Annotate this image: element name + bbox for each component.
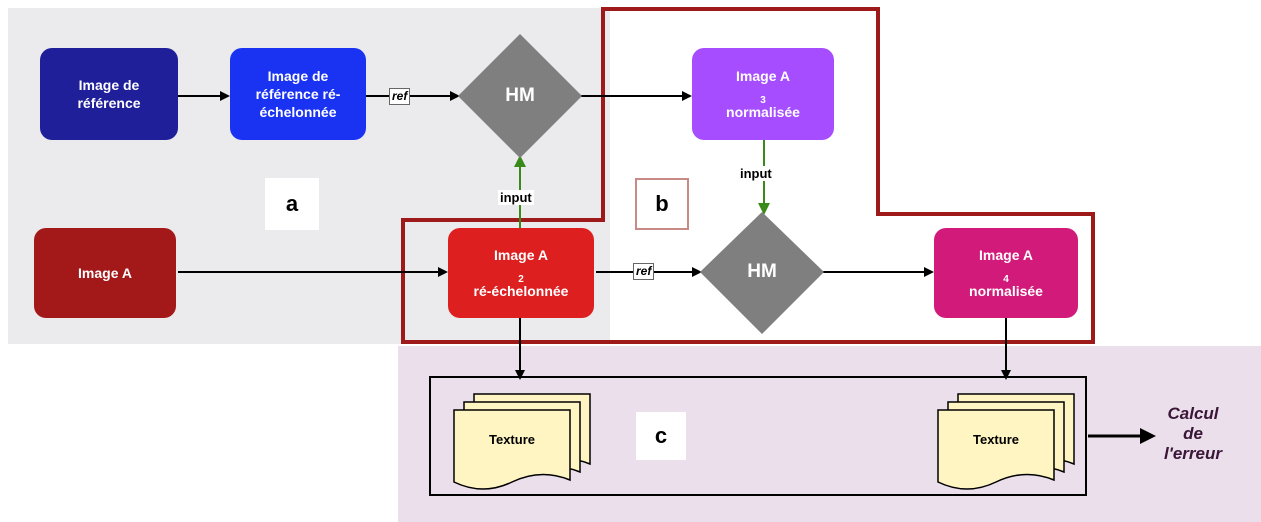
image-a4-subscript: 4 [1003,273,1009,285]
reference-image-line2: référence [77,95,141,111]
texture-right-icon [937,393,1075,490]
region-a-tag: a [265,178,319,230]
image-a3-line1: Image A [736,68,790,84]
reference-rescaled-line2: référence ré- [255,86,341,102]
image-a2-line1: Image A [494,247,548,263]
input-label-2: input [738,166,774,181]
texture-left-icon [453,393,591,490]
ref-label-top: ref [389,88,411,105]
reference-rescaled-node: Image de référence ré-échelonnée [230,48,366,140]
image-a-label: Image A [78,265,132,281]
error-line3: l'erreur [1164,444,1222,463]
texture-left-label: Texture [489,432,535,447]
ref-label-mid: ref [633,263,655,280]
region-c-tag: c [634,410,688,462]
image-a2-subscript: 2 [518,273,524,285]
reference-rescaled-line1: Image de [267,68,329,84]
reference-image-line1: Image de [78,77,140,93]
error-line2: de [1183,424,1203,443]
image-a3-line2: normalisée [726,104,800,120]
image-a4-line1: Image A [979,247,1033,263]
hm-top-label: HM [505,85,535,106]
region-b-outline [401,7,1095,344]
error-calculation-label: Calcul de l'erreur [1138,404,1248,464]
image-a3-subscript: 3 [760,94,766,106]
reference-image-node: Image de référence [40,48,178,140]
image-a2-line2: ré-échelonnée [473,283,569,299]
texture-right-label: Texture [973,432,1019,447]
input-label-1: input [498,190,534,205]
image-a-node: Image A [34,228,176,318]
hm-mid-label: HM [747,261,777,282]
hm-top-diamond [458,34,582,158]
region-c-box [429,376,1087,496]
region-b-tag: b [635,178,689,230]
reference-rescaled-line3: échelonnée [259,104,337,120]
error-line1: Calcul [1167,404,1219,423]
hm-mid-diamond [700,212,824,334]
image-a4-line2: normalisée [969,283,1043,299]
